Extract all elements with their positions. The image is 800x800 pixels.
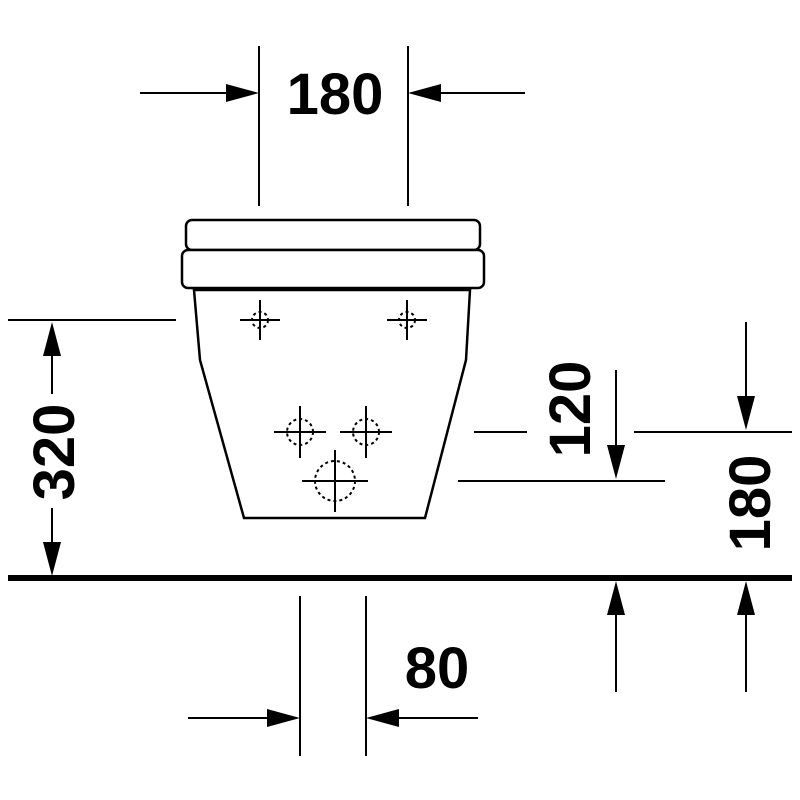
dimension-outlet-height: 180 bbox=[634, 322, 792, 692]
dimension-inlet-height: 120 bbox=[458, 361, 665, 692]
connection-point-right bbox=[340, 406, 392, 458]
dimension-overall-height: 320 bbox=[8, 319, 176, 576]
bowl-outline bbox=[192, 288, 472, 520]
dimension-inlet-height-label: 120 bbox=[538, 361, 603, 458]
fixing-point-right bbox=[387, 300, 427, 340]
dimension-top-width-label: 180 bbox=[287, 62, 384, 127]
outlet-point bbox=[302, 450, 368, 512]
dimension-overall-height-label: 320 bbox=[22, 404, 87, 501]
dimension-outlet-offset-label: 80 bbox=[405, 636, 470, 701]
connection-point-left bbox=[274, 406, 326, 458]
fixing-point-left bbox=[240, 300, 280, 340]
fixture-body bbox=[180, 218, 486, 520]
seat-cover bbox=[184, 218, 482, 252]
dimension-outlet-offset: 80 bbox=[188, 596, 478, 756]
dimension-top-width: 180 bbox=[140, 46, 525, 206]
seat-ring bbox=[180, 248, 486, 290]
dimension-outlet-height-label: 180 bbox=[718, 455, 783, 552]
